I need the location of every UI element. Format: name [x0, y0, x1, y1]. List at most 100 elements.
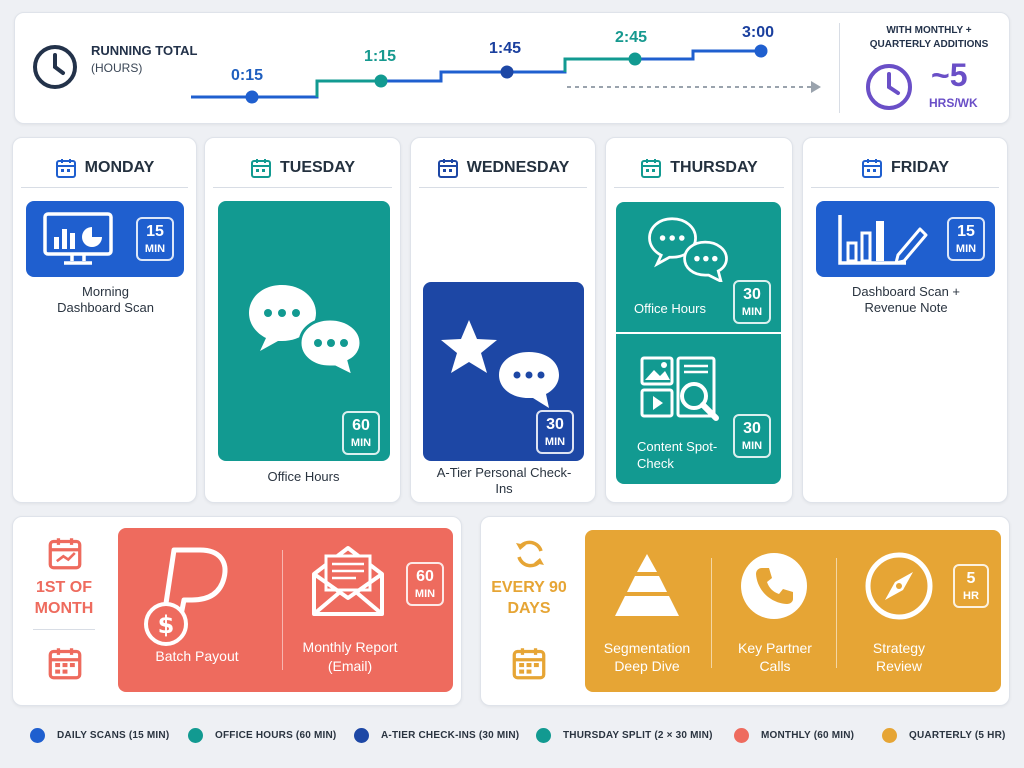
divider — [614, 187, 784, 188]
monthly-item-label: Monthly Report (Email) — [302, 639, 398, 674]
day-header: FRIDAY — [803, 152, 1007, 184]
monthly-tasks-tile: $ Batch Payout Monthly Report (Email) 60… — [118, 528, 453, 692]
calendar-icon — [641, 159, 662, 178]
calendar-icon — [48, 648, 82, 680]
day-header: WEDNESDAY — [411, 152, 595, 184]
monthly-label: 1ST OF MONTH — [34, 579, 94, 617]
compass-icon — [865, 552, 933, 620]
task-caption: Office Hours — [267, 469, 340, 484]
quarterly-tasks-tile: Segmentation Deep Dive Key Partner Calls… — [585, 530, 1001, 692]
legend-swatch — [734, 728, 749, 743]
legend-swatch — [188, 728, 203, 743]
quarterly-item-label: Segmentation Deep Dive — [603, 640, 691, 674]
timeline-point-label: 1:15 — [364, 48, 397, 65]
chat-bubbles-icon — [249, 285, 363, 377]
legend-item: OFFICE HOURS (60 MIN) — [188, 728, 336, 743]
day-header: THURSDAY — [606, 152, 792, 184]
calendar-icon — [55, 159, 76, 178]
legend: DAILY SCANS (15 MIN) OFFICE HOURS (60 MI… — [0, 722, 1024, 752]
timeline-point-label: 0:15 — [231, 67, 264, 84]
clock-icon — [866, 64, 912, 110]
calendar-icon — [48, 538, 82, 570]
day-header: TUESDAY — [205, 152, 400, 184]
divider — [811, 187, 999, 188]
paypal-dollar-icon: $ — [144, 547, 228, 646]
legend-swatch — [354, 728, 369, 743]
divider — [21, 187, 188, 188]
quarterly-item-label: Key Partner Calls — [738, 640, 812, 674]
quarterly-item-label: Strategy Review — [872, 640, 926, 674]
quarterly-panel: EVERY 90 DAYS Segmentation Deep Dive Key… — [480, 516, 1010, 706]
timeline-point-label: 3:00 — [742, 24, 775, 41]
divider — [419, 187, 587, 188]
calendar-icon — [512, 648, 546, 680]
calendar-icon — [437, 159, 458, 178]
timeline-point-marker — [245, 90, 259, 104]
day-name: FRIDAY — [890, 159, 950, 176]
task-caption: Office Hours — [634, 301, 707, 316]
legend-swatch — [30, 728, 45, 743]
task-caption: Dashboard Scan + Revenue Note — [851, 284, 961, 315]
legend-item: QUARTERLY (5 HR) — [882, 728, 1006, 743]
refresh-cycle-icon — [516, 540, 544, 568]
day-name: WEDNESDAY — [466, 159, 570, 176]
quarterly-label: EVERY 90 DAYS — [491, 579, 567, 617]
chat-bubbles-icon — [648, 217, 728, 282]
svg-text:$: $ — [158, 611, 175, 639]
media-search-icon — [640, 356, 719, 421]
legend-swatch — [536, 728, 551, 743]
summary-value: ~5 — [931, 57, 968, 93]
task-caption: Content Spot-Check — [637, 439, 718, 471]
day-name: THURSDAY — [670, 159, 758, 176]
calendar-icon — [861, 159, 882, 178]
bar-chart-pencil-icon — [838, 215, 928, 265]
divider — [213, 187, 392, 188]
timeline-point-marker — [500, 65, 514, 79]
day-name: MONDAY — [84, 159, 155, 176]
task-caption: A-Tier Personal Check-Ins — [436, 465, 572, 496]
legend-swatch — [882, 728, 897, 743]
divider — [836, 558, 837, 668]
divider — [282, 550, 283, 670]
legend-item: MONTHLY (60 MIN) — [734, 728, 854, 743]
monitor-chart-icon — [43, 212, 113, 265]
monthly-panel: 1ST OF MONTH $ Batch Payout Monthly Repo… — [12, 516, 462, 706]
summary-heading: WITH MONTHLY + QUARTERLY ADDITIONS — [869, 25, 989, 50]
timeline-point-label: 2:45 — [615, 29, 648, 46]
timeline-divider — [839, 23, 840, 113]
pyramid-icon — [615, 554, 679, 616]
calendar-icon — [251, 159, 271, 178]
timeline-point-marker — [374, 74, 388, 88]
running-total-timeline: RUNNING TOTAL (HOURS) 0:15 1:15 1:45 2:4… — [14, 12, 1010, 124]
day-name: TUESDAY — [280, 159, 355, 176]
envelope-icon — [312, 546, 384, 616]
timeline-subtitle: (HOURS) — [91, 61, 143, 75]
timeline-step-line — [191, 44, 821, 104]
day-header: MONDAY — [13, 152, 196, 184]
timeline-title: RUNNING TOTAL — [91, 43, 198, 58]
timeline-point-marker — [754, 44, 768, 58]
legend-item: DAILY SCANS (15 MIN) — [30, 728, 169, 743]
legend-item: THURSDAY SPLIT (2 × 30 MIN) — [536, 728, 713, 743]
timeline-point-marker — [628, 52, 642, 66]
phone-icon — [741, 553, 807, 619]
task-caption: Morning Dashboard Scan — [57, 284, 154, 315]
timeline-point-label: 1:45 — [489, 40, 522, 57]
divider — [711, 558, 712, 668]
